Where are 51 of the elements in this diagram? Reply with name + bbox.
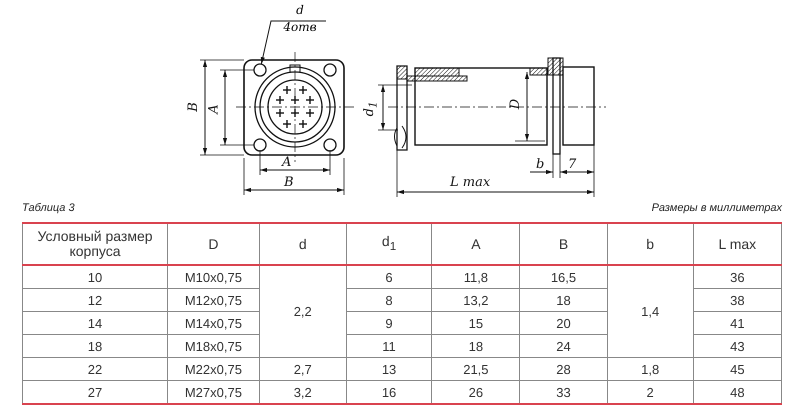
dimension-label: D (509, 98, 524, 110)
diameter-label: d (295, 4, 305, 17)
column-header: b (607, 223, 694, 265)
table-cell: 28 (520, 358, 608, 380)
dimension-label: b (536, 158, 544, 172)
column-header: Условный размер корпуса (22, 223, 168, 265)
column-header: D (168, 223, 260, 265)
dimension-label: B (186, 102, 201, 112)
column-header: d (259, 223, 346, 265)
table-cell: 27 (22, 380, 168, 404)
table-cell: 1,8 (607, 358, 694, 380)
table-cell: 11 (346, 334, 432, 358)
dimension-label: L max (450, 176, 490, 190)
table-cell: 14 (22, 312, 168, 334)
table-cell: 22 (22, 358, 168, 380)
dimension-label: B (284, 176, 294, 190)
dimension-label: A (208, 104, 222, 114)
quantity-label: 4отв (282, 21, 318, 34)
column-header: d$_{1}$ (346, 223, 432, 265)
table-cell: 6 (346, 265, 432, 288)
table-cell: 45 (693, 358, 782, 380)
mounting-hole (253, 63, 267, 77)
table-cell: 13,2 (432, 288, 520, 312)
table-cell: 9 (346, 312, 432, 334)
table-cell: 38 (693, 288, 782, 312)
table-cell: 43 (693, 334, 782, 358)
table-cell: M10x0,75 (168, 265, 260, 288)
dimension-label: 7 (568, 158, 576, 172)
units-note: Размеры в миллиметрах (652, 202, 782, 214)
table-cell: 10 (22, 265, 168, 288)
table-cell: 1,4 (607, 265, 694, 358)
table-caption: Таблица 3 (22, 202, 75, 214)
table-cell: 12 (22, 288, 168, 312)
table-cell: 18 (432, 334, 520, 358)
table-cell: 21,5 (432, 358, 520, 380)
table-cell: 8 (346, 288, 432, 312)
table-cell: 2,2 (259, 265, 346, 358)
leader-line (260, 20, 326, 65)
column-header: L max (693, 223, 782, 265)
table-cell: 36 (693, 265, 782, 288)
column-header: B (520, 223, 608, 265)
table-cell: 41 (693, 312, 782, 334)
table-cell: 2,7 (259, 358, 346, 380)
dimension-label: A (282, 156, 292, 170)
table-cell: 15 (432, 312, 520, 334)
column-header: A (432, 223, 520, 265)
table-cell: 18 (22, 334, 168, 358)
table-cell: 13 (346, 358, 432, 380)
table-cell: M22x0,75 (168, 358, 260, 380)
table-cell: 16,5 (520, 265, 608, 288)
table-cell: 11,8 (432, 265, 520, 288)
